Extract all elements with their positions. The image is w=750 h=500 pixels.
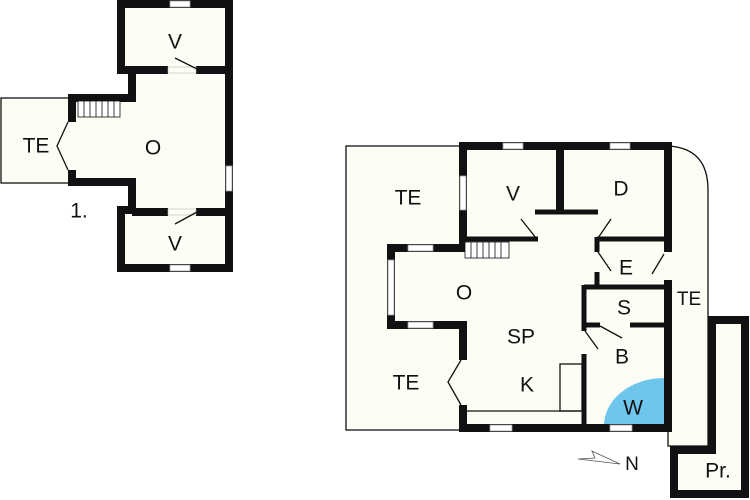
window: [489, 424, 513, 432]
room-label-v: V: [168, 31, 182, 54]
upper-terrace: [0, 97, 74, 184]
compass-label: N: [625, 454, 639, 475]
ground-floor-area: [391, 146, 668, 428]
upper-floor: TE O V V 1.: [0, 0, 233, 272]
room-label-d: D: [613, 178, 628, 201]
window: [609, 142, 631, 150]
kitchen-counter: [559, 363, 583, 412]
door-swing: [597, 218, 612, 239]
room-label-s: S: [617, 297, 631, 320]
window: [502, 142, 524, 150]
window: [407, 244, 434, 252]
ground-floor: TE TE TE V D E S O SP K B W Pr. N: [345, 142, 749, 498]
door-swing: [584, 330, 599, 350]
door-swing: [651, 253, 665, 275]
wc-area: [604, 377, 664, 424]
room-label-w: W: [623, 397, 643, 420]
door-swing: [599, 325, 623, 339]
window: [407, 321, 434, 329]
window: [169, 0, 191, 8]
door: [167, 66, 197, 74]
room-label-k: K: [520, 374, 534, 397]
door-swing: [174, 211, 198, 225]
room-label-e: E: [619, 257, 633, 280]
room-label-sp: SP: [507, 326, 535, 349]
room-label-b: B: [615, 346, 629, 369]
terrace-door: [68, 122, 77, 170]
north-arrow-icon: [577, 450, 621, 465]
window: [459, 175, 467, 211]
door-swing: [520, 218, 537, 239]
room-label-pr: Pr.: [705, 460, 731, 483]
entrance-door: [664, 252, 673, 280]
pr-wall: [670, 316, 749, 498]
window: [225, 165, 233, 192]
room-label-te: TE: [393, 372, 420, 395]
room-label-te: TE: [23, 135, 50, 158]
terrace-door: [459, 360, 468, 405]
room-label-o: O: [145, 137, 161, 160]
window: [609, 424, 633, 432]
stairs: [464, 241, 510, 259]
room-label-te: TE: [677, 289, 701, 310]
room-label-v: V: [506, 183, 520, 206]
window: [387, 259, 395, 316]
room-label-v: V: [168, 233, 182, 256]
door-swing: [447, 359, 462, 406]
door-swing: [56, 121, 69, 171]
stairs: [77, 100, 121, 118]
level-label: 1.: [70, 200, 88, 223]
window: [169, 264, 191, 272]
room-label-te: TE: [395, 187, 422, 210]
door-swing: [597, 251, 612, 272]
door-swing: [174, 57, 198, 70]
room-label-o: O: [456, 282, 472, 305]
